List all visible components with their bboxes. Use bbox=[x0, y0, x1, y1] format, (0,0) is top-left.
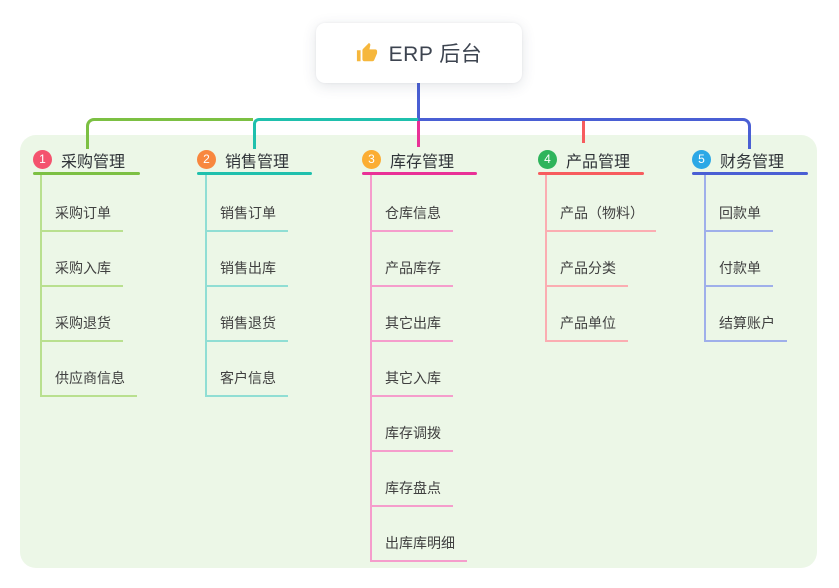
item-node[interactable]: 产品（物料） bbox=[545, 203, 656, 232]
branch-label: 库存管理 bbox=[390, 153, 455, 171]
branch-topic[interactable]: 2 销售管理 bbox=[197, 147, 312, 172]
connector-branch-2 bbox=[253, 118, 418, 149]
root-connector-line bbox=[417, 83, 420, 119]
item-node[interactable]: 结算账户 bbox=[704, 313, 787, 342]
item-node[interactable]: 销售订单 bbox=[205, 203, 288, 232]
item-node[interactable]: 库存盘点 bbox=[370, 478, 453, 507]
item-node[interactable]: 产品分类 bbox=[545, 258, 628, 287]
item-node[interactable]: 仓库信息 bbox=[370, 203, 453, 232]
item-node[interactable]: 回款单 bbox=[704, 203, 773, 232]
root-node-label: ERP 后台 bbox=[388, 43, 483, 66]
item-node[interactable]: 采购入库 bbox=[40, 258, 123, 287]
item-node[interactable]: 付款单 bbox=[704, 258, 773, 287]
branch-number-badge: 2 bbox=[197, 150, 216, 169]
branch-node-1: 1 采购管理采购订单采购入库采购退货供应商信息 bbox=[33, 147, 140, 397]
branch-topic[interactable]: 1 采购管理 bbox=[33, 147, 140, 172]
branch-topic[interactable]: 3 库存管理 bbox=[362, 147, 477, 172]
branch-node-4: 4 产品管理产品（物料） 产品分类产品单位 bbox=[538, 147, 656, 342]
item-node[interactable]: 销售退货 bbox=[205, 313, 288, 342]
branch-subtree-line bbox=[545, 175, 547, 342]
branch-number-badge: 3 bbox=[362, 150, 381, 169]
branch-label: 销售管理 bbox=[225, 153, 290, 171]
item-node[interactable]: 销售出库 bbox=[205, 258, 288, 287]
branch-number-badge: 1 bbox=[33, 150, 52, 169]
item-node[interactable]: 其它出库 bbox=[370, 313, 453, 342]
branch-label: 采购管理 bbox=[61, 153, 126, 171]
branch-underline bbox=[362, 172, 477, 175]
branch-number-badge: 5 bbox=[692, 150, 711, 169]
branch-underline bbox=[692, 172, 808, 175]
connector-branch-1 bbox=[86, 118, 253, 149]
branch-underline bbox=[33, 172, 140, 175]
branch-node-5: 5 财务管理回款单付款单结算账户 bbox=[692, 147, 808, 342]
item-node[interactable]: 产品单位 bbox=[545, 313, 628, 342]
branch-subtree-line bbox=[704, 175, 706, 342]
item-node[interactable]: 出库库明细 bbox=[370, 533, 467, 562]
connector-branch-5 bbox=[418, 118, 751, 149]
branch-label: 产品管理 bbox=[566, 153, 631, 171]
root-node[interactable]: ERP 后台 bbox=[316, 23, 522, 83]
branch-subtree-line bbox=[370, 175, 372, 562]
item-node[interactable]: 其它入库 bbox=[370, 368, 453, 397]
item-node[interactable]: 库存调拨 bbox=[370, 423, 453, 452]
branch-node-3: 3 库存管理仓库信息产品库存其它出库其它入库库存调拨库存盘点出库库明细 bbox=[362, 147, 477, 562]
branch-label: 财务管理 bbox=[720, 153, 785, 171]
connector-branch-3 bbox=[417, 121, 420, 147]
thumbs-up-icon bbox=[356, 42, 377, 62]
branch-underline bbox=[197, 172, 312, 175]
branch-topic[interactable]: 5 财务管理 bbox=[692, 147, 808, 172]
item-node[interactable]: 产品库存 bbox=[370, 258, 453, 287]
branch-node-2: 2 销售管理销售订单销售出库销售退货客户信息 bbox=[197, 147, 312, 397]
branches-panel bbox=[20, 135, 817, 568]
item-node[interactable]: 供应商信息 bbox=[40, 368, 137, 397]
item-node[interactable]: 采购订单 bbox=[40, 203, 123, 232]
item-node[interactable]: 采购退货 bbox=[40, 313, 123, 342]
connector-branch-4 bbox=[582, 121, 585, 143]
branch-underline bbox=[538, 172, 644, 175]
branch-number-badge: 4 bbox=[538, 150, 557, 169]
item-node[interactable]: 客户信息 bbox=[205, 368, 288, 397]
branch-topic[interactable]: 4 产品管理 bbox=[538, 147, 644, 172]
